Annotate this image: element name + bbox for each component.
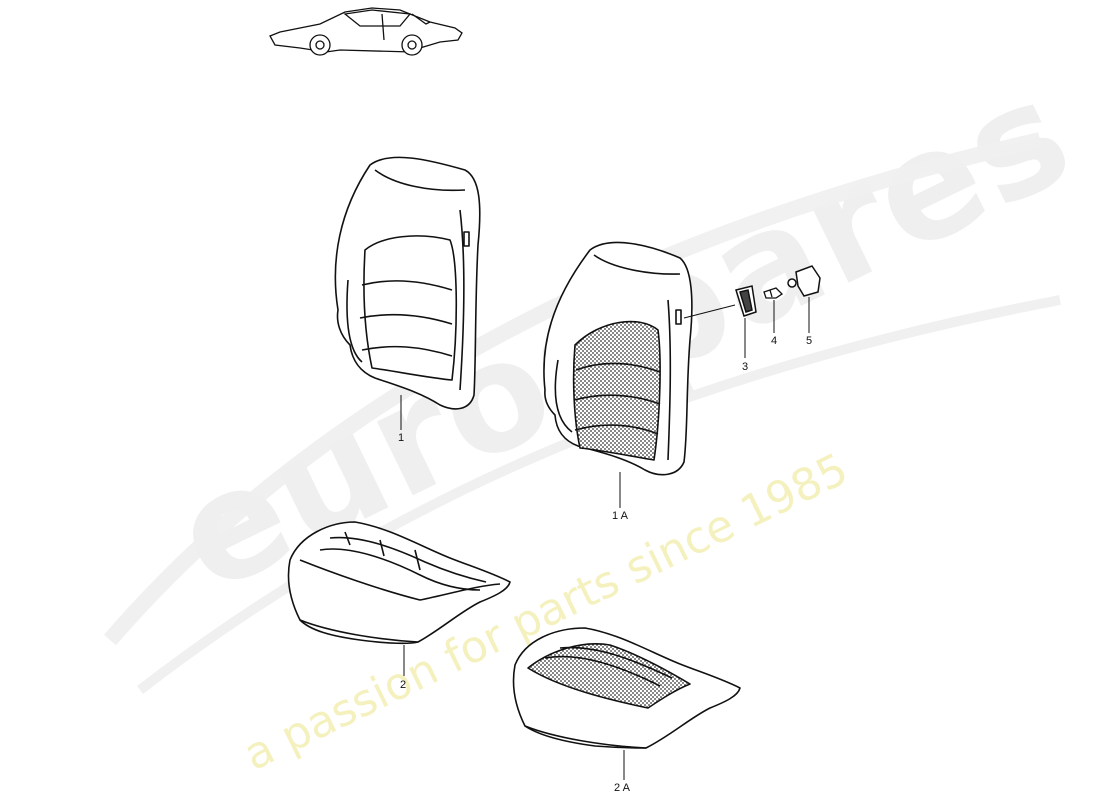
part-label-2: 2 [399,679,407,691]
part-label-1a: 1 A [612,510,628,522]
part-3-cover [735,285,757,317]
leader-line-3a [683,304,736,319]
seat-back-1a [543,241,693,476]
part-label-2a: 2 A [614,782,630,794]
seat-cushion-2a [512,627,741,749]
watermark-swoosh [103,132,1061,694]
part-5-knob [787,265,821,297]
car-icon [269,7,463,56]
seat-back-1 [334,156,481,410]
part-label-5: 5 [805,335,813,347]
seat-cushion-2 [287,521,511,645]
part-label-1: 1 [397,432,405,444]
part-4-clip [763,287,784,299]
part-label-4: 4 [770,335,778,347]
part-label-3: 3 [741,361,749,373]
